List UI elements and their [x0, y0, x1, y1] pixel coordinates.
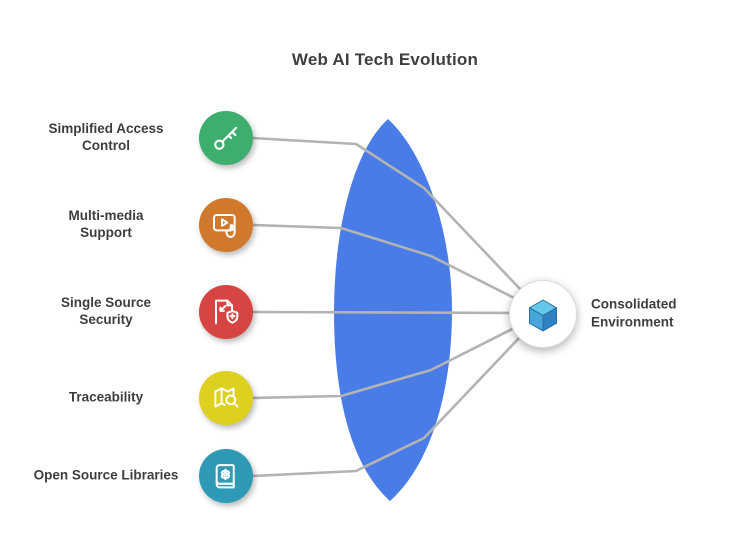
interactive-video-icon — [213, 214, 236, 238]
feature-label-open-source: Open Source Libraries — [33, 467, 179, 483]
connector-line-3 — [250, 310, 542, 315]
connector-line-1 — [250, 136, 542, 312]
connector-line-2 — [250, 223, 542, 313]
diagram-title: Web AI Tech Evolution — [291, 50, 479, 69]
feature-label-security: Single Source Security — [60, 295, 152, 327]
feature-badge-traceability — [199, 371, 253, 425]
feature-badge-open-source — [199, 449, 253, 503]
connector-line-5 — [250, 314, 542, 478]
feature-label-multimedia: Multi-media Support — [68, 208, 144, 240]
secure-document-icon — [215, 299, 239, 325]
result-label: Consolidated Environment — [591, 296, 677, 329]
cube-icon — [529, 299, 557, 332]
feature-badge-multimedia — [199, 198, 253, 252]
result-node — [509, 280, 577, 348]
lens-shape — [334, 119, 452, 501]
connector-line-4 — [250, 313, 542, 400]
feature-label-access-control: Simplified Access Control — [48, 121, 164, 153]
feature-badge-access-control — [199, 111, 253, 165]
feature-badge-security — [199, 285, 253, 339]
feature-label-traceability: Traceability — [68, 389, 144, 405]
map-search-icon — [214, 387, 239, 408]
knowledge-base-icon — [215, 464, 235, 489]
key-icon — [214, 126, 238, 150]
connector-lines — [250, 136, 542, 478]
